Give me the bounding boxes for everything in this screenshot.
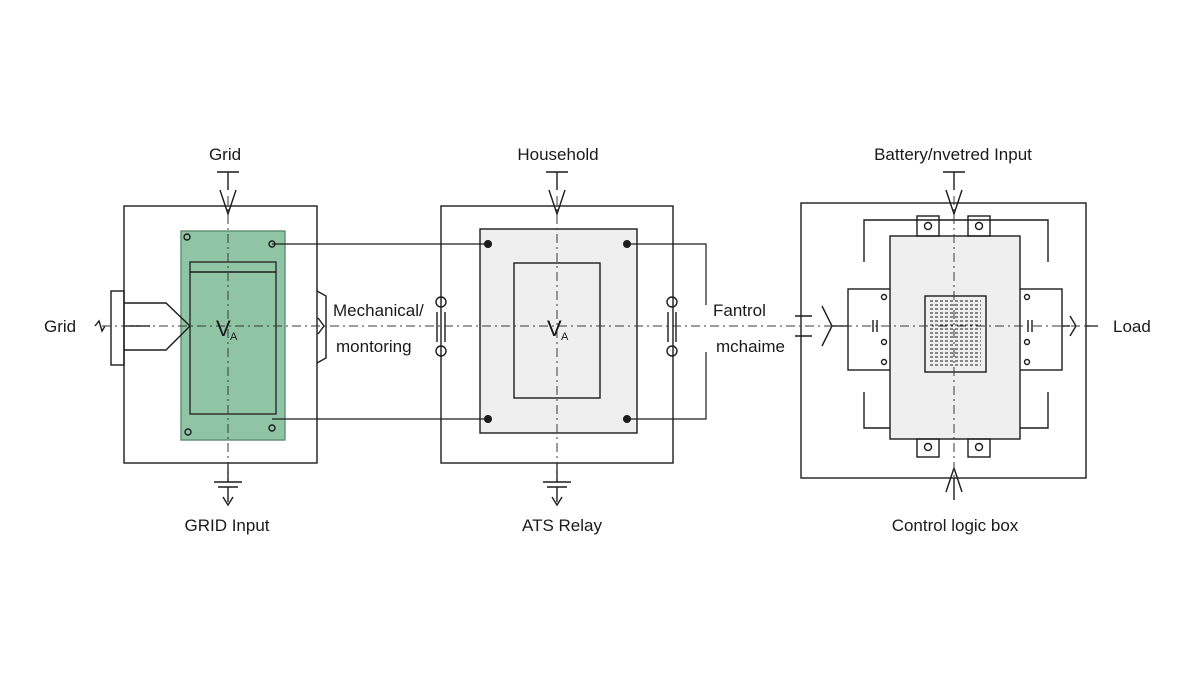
battery-bottom-label: Control logic box: [892, 516, 1019, 535]
grid-screw-br: [268, 424, 276, 432]
link2-line2: mchaime: [716, 337, 785, 356]
household-block: [435, 171, 678, 507]
grid-right-bracket: [316, 290, 327, 364]
battery-heatsink-fins: [930, 300, 981, 366]
battery-left-input: [795, 305, 848, 347]
household-right-connector: [666, 296, 678, 357]
battery-heatsink: [924, 295, 987, 373]
battery-side-rail-right: [1017, 288, 1063, 371]
battery-tab-tr: [967, 215, 991, 237]
household-top-label: Household: [517, 145, 598, 164]
right-load-label: Load: [1113, 317, 1151, 336]
connecting-wires: [272, 240, 707, 423]
grid-bottom-label: GRID Input: [184, 516, 269, 535]
household-bottom-label: ATS Relay: [522, 516, 602, 535]
grid-screw-tl: [183, 233, 191, 241]
household-ground-icon: [543, 463, 571, 507]
battery-tab-br: [967, 438, 991, 458]
left-grid-label: Grid: [44, 317, 76, 336]
household-voltage-main: V: [547, 316, 562, 341]
grid-input-plug: [94, 290, 192, 366]
grid-green-module: [180, 230, 286, 441]
grid-voltage-sub: A: [230, 331, 238, 343]
labels: Grid Household Battery/nvetred Input GRI…: [44, 145, 1151, 535]
battery-tab-tl: [916, 215, 940, 237]
grid-top-label: Grid: [209, 145, 241, 164]
grid-voltage-main: V: [216, 316, 231, 341]
battery-block: [795, 171, 1098, 500]
battery-tab-bl: [916, 438, 940, 458]
grid-top-terminal: [217, 171, 239, 217]
battery-top-label: Battery/nvetred Input: [874, 145, 1032, 164]
link1-line1: Mechanical/: [333, 301, 424, 320]
link1-line2: montoring: [336, 337, 412, 356]
household-inner-window: [513, 262, 601, 399]
battery-top-terminal: [943, 171, 965, 217]
grid-block: [94, 171, 327, 507]
battery-bottom-terminal: [945, 465, 963, 500]
link2-line1: Fantrol: [713, 301, 766, 320]
household-left-connector: [435, 296, 447, 357]
grid-voltage-symbol: V A: [216, 316, 238, 343]
household-voltage-sub: A: [561, 331, 569, 343]
center-axes: [102, 196, 1098, 480]
battery-side-rail-left: [847, 288, 893, 371]
household-top-terminal: [546, 171, 568, 217]
battery-outer-frame: [800, 202, 1087, 479]
grid-screw-bl: [184, 428, 192, 436]
grid-module-window: [189, 261, 277, 415]
household-voltage-symbol: V A: [547, 316, 569, 343]
